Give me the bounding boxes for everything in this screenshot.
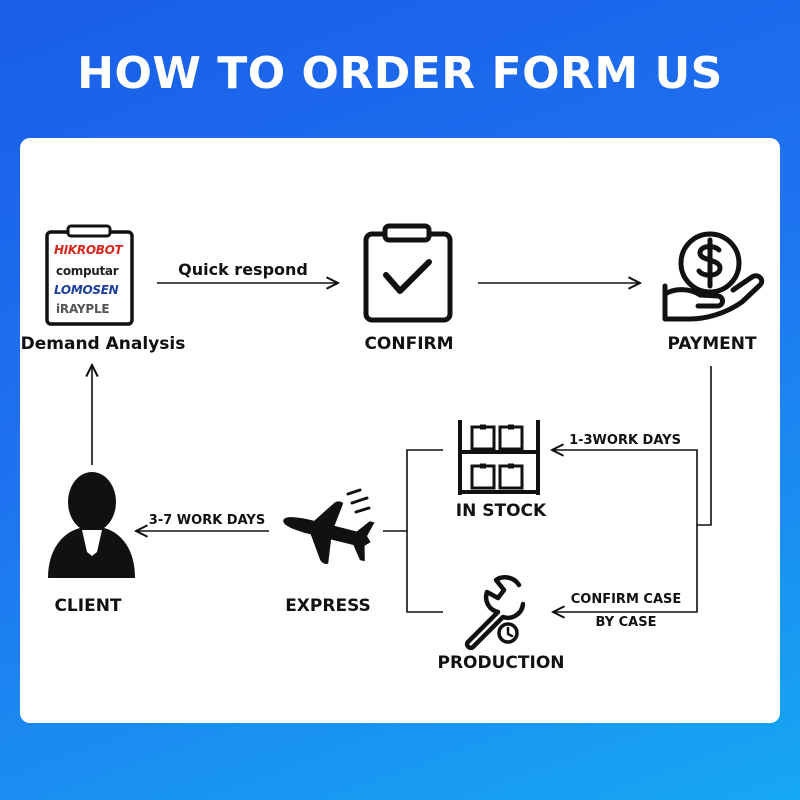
node-label-payment: PAYMENT — [667, 334, 757, 354]
node-label-production: PRODUCTION — [437, 653, 565, 673]
node-label-client: CLIENT — [54, 596, 122, 616]
connector-lines — [92, 283, 712, 613]
edge-instock-branch — [406, 449, 443, 613]
warehouse-shelf-icon — [458, 420, 540, 495]
clipboard-check-icon — [363, 223, 453, 323]
node-label-confirm: CONFIRM — [364, 334, 454, 354]
edge-label-confirm-case-line1: CONFIRM CASE — [570, 592, 682, 607]
edge-label-1-3-work-days: 1-3WORK DAYS — [569, 433, 681, 448]
edge-to-production — [553, 525, 698, 612]
edge-payment-down — [697, 366, 712, 526]
hand-dollar-coin-icon — [662, 231, 765, 322]
node-label-express: EXPRESS — [285, 596, 371, 616]
brand-lomosen: LOMOSEN — [54, 283, 119, 297]
brand-hikrobot: HIKROBOT — [54, 243, 123, 257]
edge-label-quick-respond: Quick respond — [178, 260, 308, 279]
brand-irayple: iRAYPLE — [56, 302, 110, 316]
brand-computar: computar — [56, 264, 119, 278]
node-label-demand-analysis: Demand Analysis — [20, 334, 186, 354]
node-label-in-stock: IN STOCK — [455, 501, 547, 521]
person-icon — [48, 472, 135, 578]
edge-label-3-7-work-days: 3-7 WORK DAYS — [148, 513, 266, 528]
edge-to-instock — [552, 450, 698, 525]
page-title: HOW TO ORDER FORM US — [77, 48, 723, 99]
airplane-icon — [283, 488, 375, 564]
wrench-clock-icon — [464, 575, 526, 651]
edge-label-confirm-case-line2: BY CASE — [595, 615, 657, 630]
clipboard-brands-icon — [45, 224, 134, 326]
